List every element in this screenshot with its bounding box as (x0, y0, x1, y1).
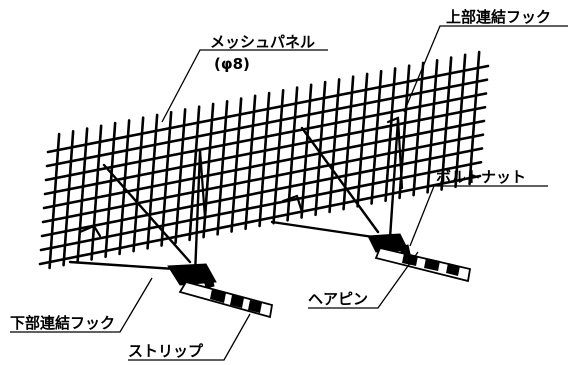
mesh-vertical-wire (370, 69, 383, 205)
mesh-vertical-wire (412, 61, 425, 197)
mesh-vertical-wire (426, 58, 439, 194)
label-hairpin: ヘアピン (308, 290, 368, 308)
leader-bolt-nut (409, 185, 548, 247)
mesh-vertical-wire (300, 83, 313, 219)
mesh-horizontal-wire (42, 119, 486, 210)
right-lower-bar (270, 220, 382, 240)
mesh-vertical-wire (216, 99, 229, 236)
mesh-vertical-wire (132, 116, 145, 253)
label-mesh-diameter: (φ8) (214, 55, 250, 73)
label-lower-hook: 下部連結フック (10, 314, 115, 332)
mesh-vertical-wire (468, 50, 481, 186)
mesh-horizontal-wire (39, 160, 483, 252)
mesh-panel (38, 50, 490, 270)
mesh-vertical-wire (174, 108, 187, 245)
right-strip (374, 246, 472, 283)
mesh-vertical-wire (62, 130, 75, 267)
mesh-vertical-wire (146, 113, 159, 250)
mesh-vertical-wire (230, 97, 243, 233)
left-connection-assembly (68, 148, 217, 289)
right-back-bar (388, 118, 400, 240)
right-diagonal-bar (300, 126, 380, 234)
mesh-vertical-wire (76, 127, 89, 264)
mesh-vertical-wire (48, 132, 61, 270)
mesh-vertical-wire (328, 78, 341, 214)
left-bolt-nut (203, 276, 215, 289)
mesh-vertical-wire (314, 80, 327, 217)
right-lower-hook (281, 194, 304, 214)
mesh-vertical-wire (440, 56, 453, 191)
mesh-horizontal-wire (44, 92, 488, 182)
mesh-vertical-wire (188, 105, 201, 242)
mesh-vertical-wire (356, 72, 369, 208)
right-upper-hook (386, 116, 404, 190)
mesh-horizontal-wire (46, 64, 490, 154)
label-upper-hook: 上部連結フック (446, 8, 551, 26)
mesh-vertical-wire (90, 124, 103, 261)
leader-lower-hook (10, 277, 153, 333)
leader-upper-hook (403, 25, 568, 113)
mesh-vertical-wire (104, 121, 117, 259)
right-connection-assembly (270, 116, 411, 257)
label-mesh-panel: メッシュパネル (210, 33, 315, 51)
label-bolt-nut: ボルトナット (436, 168, 526, 186)
mesh-vertical-wire (454, 53, 467, 189)
mesh-vertical-wire (258, 91, 271, 228)
left-upper-hook (188, 148, 207, 220)
mesh-horizontal-wire (40, 147, 484, 238)
mesh-vertical-wire (244, 94, 257, 231)
mesh-horizontal-wire (45, 78, 489, 168)
left-strip (178, 280, 274, 319)
left-back-bar (193, 150, 202, 277)
leader-mesh-panel (161, 49, 328, 123)
leader-hairpin (308, 251, 419, 309)
left-lower-hook (78, 224, 102, 238)
label-strip: ストリップ (128, 342, 204, 360)
leader-strip (128, 313, 251, 361)
mesh-vertical-wire (384, 67, 397, 203)
mesh-vertical-wire (160, 110, 173, 247)
mesh-horizontal-wire (38, 174, 482, 266)
mesh-horizontal-wire (41, 133, 485, 224)
mesh-horizontal-wire (43, 105, 487, 196)
mesh-vertical-wire (272, 89, 285, 225)
left-diagonal-bar (102, 163, 192, 264)
